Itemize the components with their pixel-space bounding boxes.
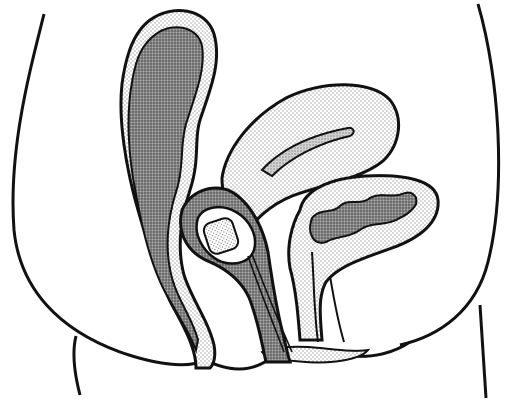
urethra-wall-right [330,276,344,342]
body-outline-lower-right [480,305,486,398]
body-outline-front [400,4,499,345]
body-outline-lower-left [74,336,80,395]
